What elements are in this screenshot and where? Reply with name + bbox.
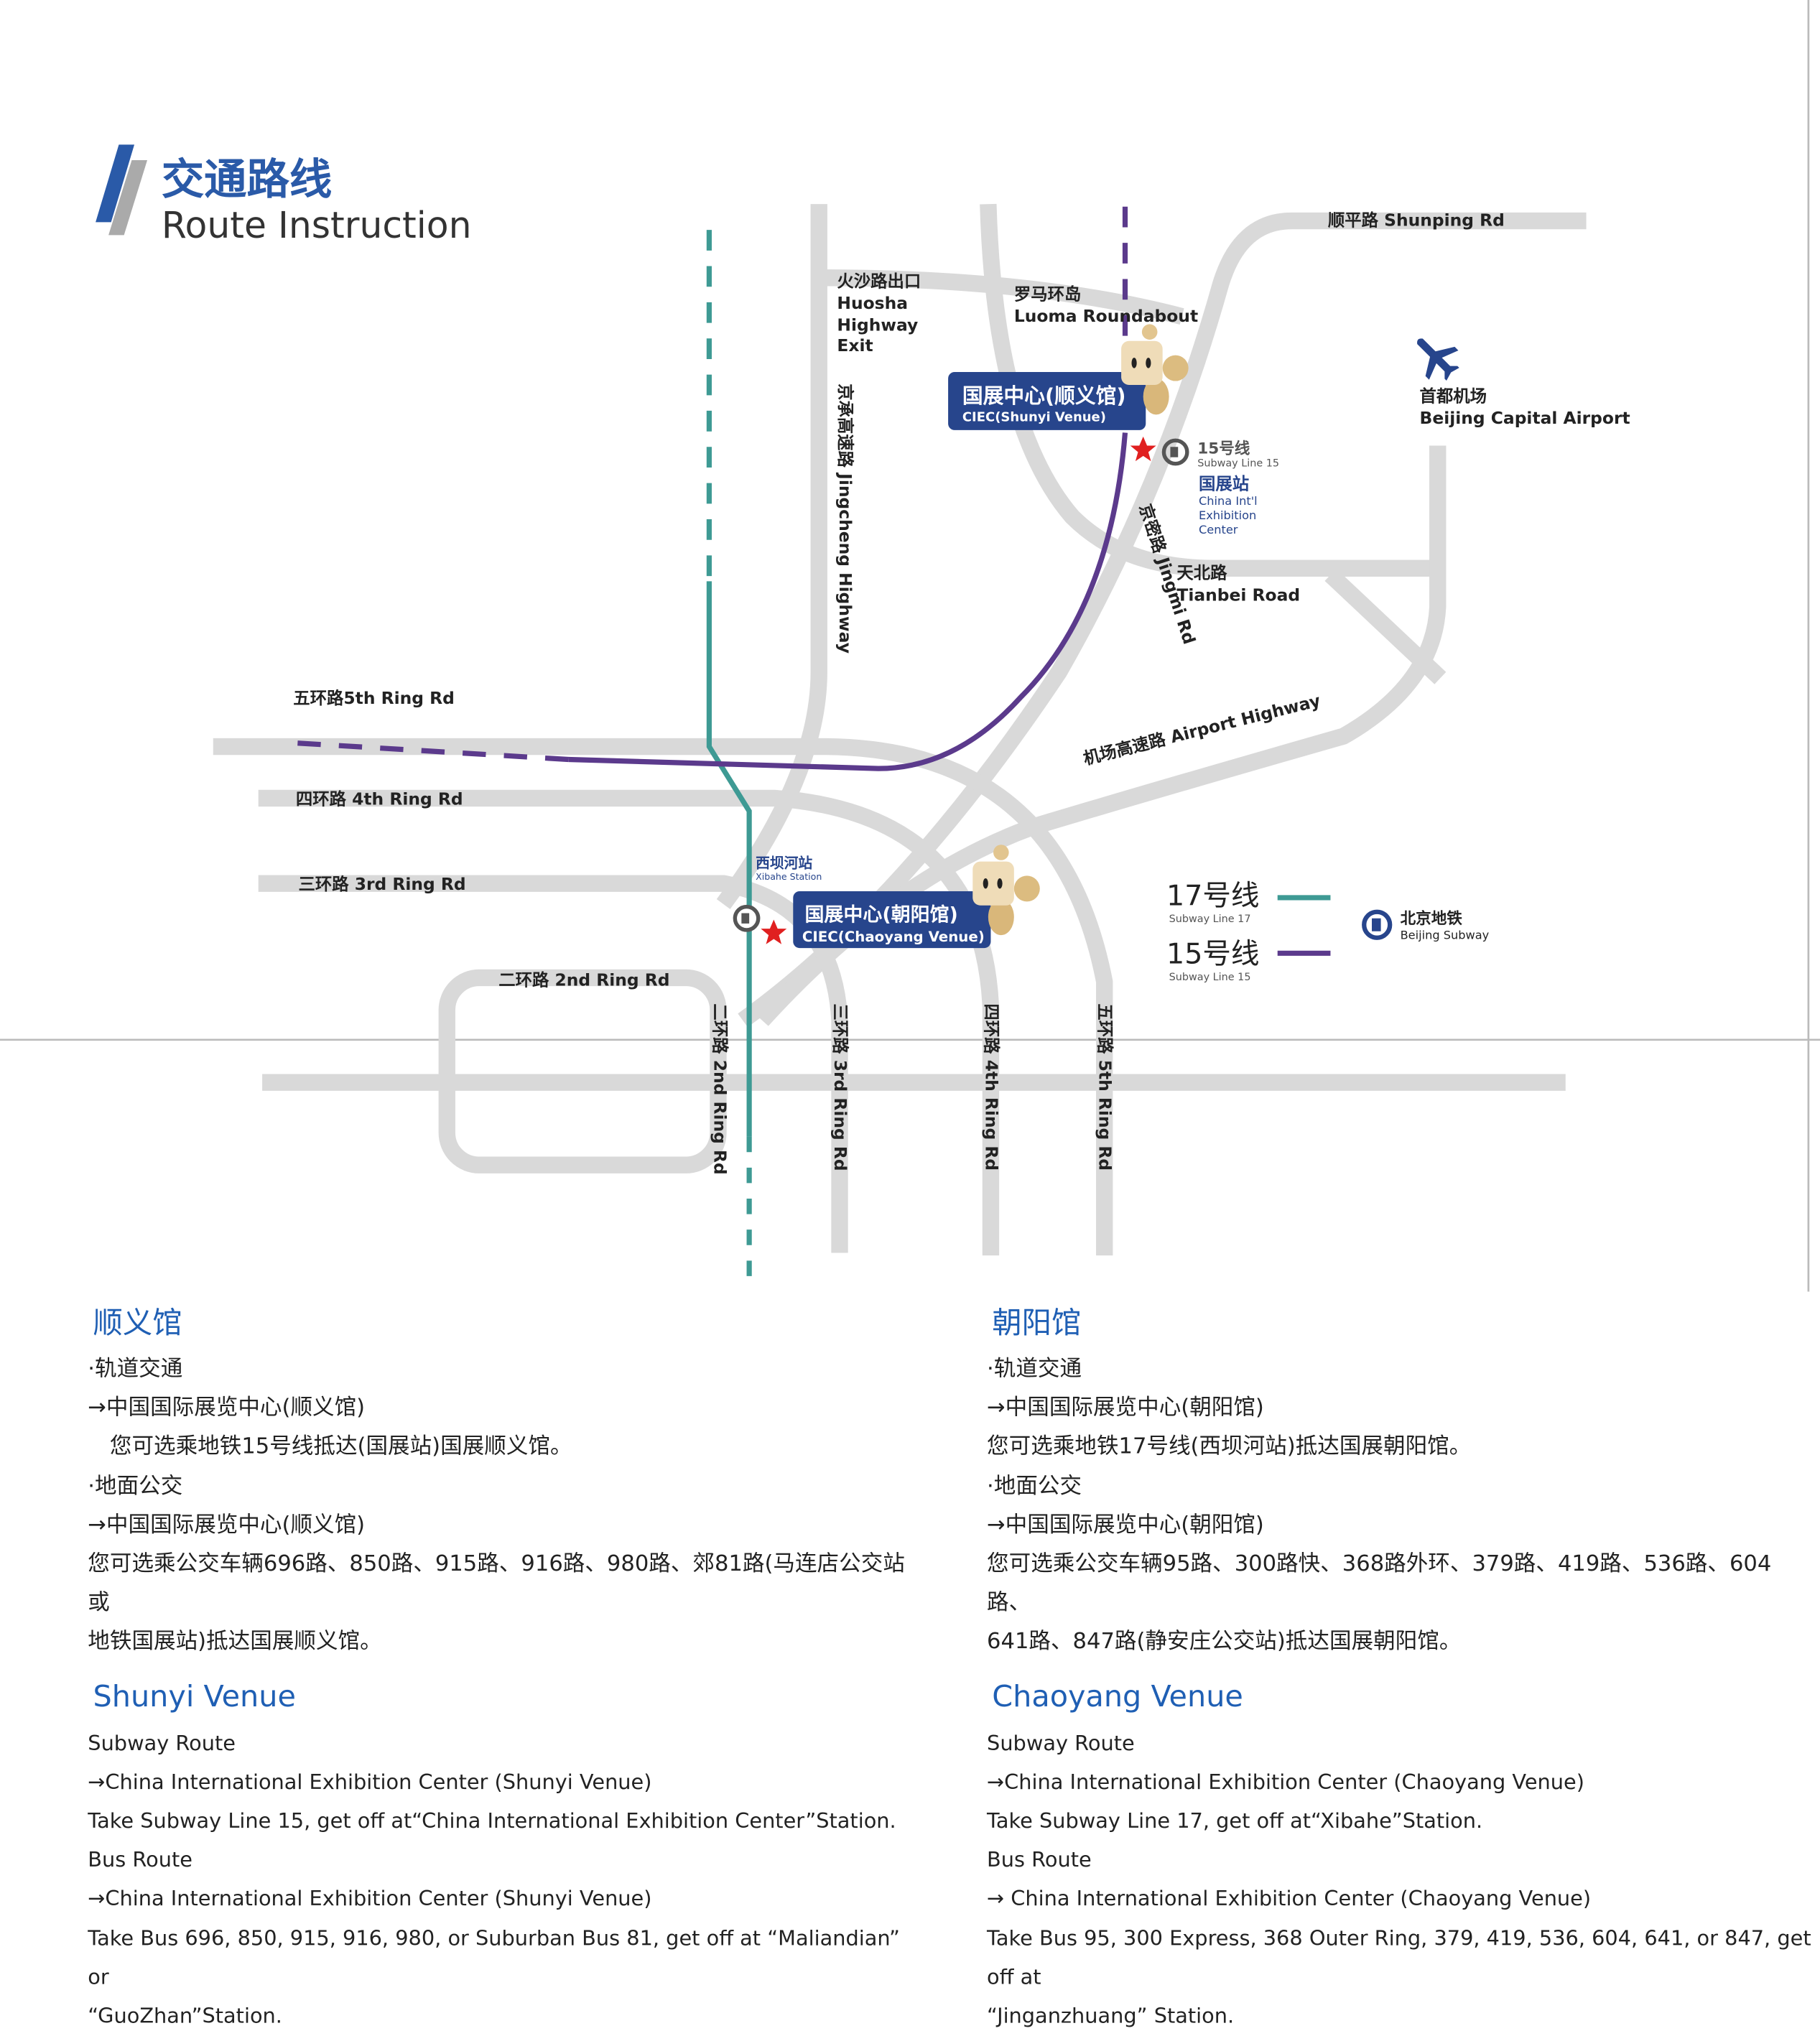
ring4-road xyxy=(258,789,1000,1256)
subway-logo-icon xyxy=(733,904,761,932)
airport-label: Beijing Capital Airport xyxy=(1420,408,1630,428)
legend-brand: 北京地铁 xyxy=(1401,909,1463,928)
ring4-label: 四环路 4th Ring Rd xyxy=(296,789,463,809)
jingcheng-label: 京承高速路 Jingcheng Highway xyxy=(835,384,855,654)
legend: 17号线 Subway Line 17 15号线 Subway Line 15 … xyxy=(1166,880,1490,983)
shunyi-venue-badge xyxy=(948,371,1146,430)
shunyi-venue-title: 国展中心(顺义馆) xyxy=(962,384,1126,408)
shunyi-en-line: “GuoZhan”Station. xyxy=(88,2003,282,2028)
ring3-vertical-label: 三环路 3rd Ring Rd xyxy=(830,1003,850,1171)
roads xyxy=(0,0,1820,1292)
beijing-subway-logo-icon xyxy=(1362,909,1393,940)
shunyi-zh-line: ·轨道交通 xyxy=(88,1356,183,1382)
chaoyang-en-line: →China International Exhibition Center (… xyxy=(987,1769,1584,1794)
xibahe-station-name: 西坝河站 xyxy=(756,855,812,872)
chaoyang-zh-line: →中国国际展览中心(朝阳馆) xyxy=(987,1395,1264,1421)
tianbei-diag xyxy=(1324,568,1447,684)
chaoyang-zh-line: 您可选乘公交车辆95路、300路快、368路外环、379路、419路、536路、… xyxy=(987,1551,1772,1617)
shunyi-zh-line: ·地面公交 xyxy=(88,1473,183,1500)
huosha-label: Huosha xyxy=(837,293,908,313)
airplane-icon xyxy=(1417,338,1459,381)
legend-line17-en: Subway Line 17 xyxy=(1169,914,1251,925)
shunyi-en-title: Shunyi Venue xyxy=(93,1680,296,1714)
mascot-icon xyxy=(1121,324,1189,415)
chaoyang-en-line: Subway Route xyxy=(987,1730,1135,1755)
page-title: 交通路线 xyxy=(161,154,333,205)
ring5-vertical-label: 五环路 5th Ring Rd xyxy=(1095,1003,1115,1171)
shunyi-en-line: Take Subway Line 15, get off at“China In… xyxy=(88,1808,896,1833)
chaoyang-en-line: “Jinganzhuang” Station. xyxy=(987,2003,1235,2028)
ring4-vertical-label: 四环路 4th Ring Rd xyxy=(981,1003,1001,1171)
legend-line17: 17号线 xyxy=(1166,880,1259,913)
chaoyang-zh-line: ·地面公交 xyxy=(987,1473,1082,1500)
chaoyang-zh-line: ·轨道交通 xyxy=(987,1356,1082,1382)
shunyi-en-line: Take Bus 696, 850, 915, 916, 980, or Sub… xyxy=(88,1925,900,1989)
legend-line15: 15号线 xyxy=(1166,938,1259,971)
shunyi-section: 顺义馆 ·轨道交通 →中国国际展览中心(顺义馆) 您可选乘地铁15号线抵达(国展… xyxy=(88,1298,914,2035)
chaoyang-venue-subtitle: CIEC(Chaoyang Venue) xyxy=(802,929,985,945)
shunyi-zh-line: →中国国际展览中心(顺义馆) xyxy=(88,1395,366,1421)
mascot-icon xyxy=(972,845,1040,936)
huosha-label: 火沙路出口 xyxy=(837,271,921,291)
shunyi-zh-line: 地铁国展站)抵达国展顺义馆。 xyxy=(88,1629,382,1655)
subway-line-17 xyxy=(706,230,752,1279)
chaoyang-zh-line: 641路、847路(静安庄公交站)抵达国展朝阳馆。 xyxy=(987,1629,1462,1655)
luoma-label: 罗马环岛 xyxy=(1014,284,1082,304)
chaoyang-zh-line: →中国国际展览中心(朝阳馆) xyxy=(987,1512,1264,1538)
shunping-label: 顺平路 Shunping Rd xyxy=(1328,210,1505,231)
chaoyang-en-line: Take Bus 95, 300 Express, 368 Outer Ring… xyxy=(987,1925,1811,1989)
shunyi-zh-title: 顺义馆 xyxy=(93,1307,182,1341)
huosha-road xyxy=(819,269,1184,325)
chaoyang-en-line: Take Subway Line 17, get off at“Xibahe”S… xyxy=(987,1808,1483,1833)
chaoyang-zh-line: 您可选乘地铁17号线(西坝河站)抵达国展朝阳馆。 xyxy=(987,1434,1472,1461)
shunyi-en-line: Bus Route xyxy=(88,1847,192,1872)
chaoyang-section: 朝阳馆 ·轨道交通 →中国国际展览中心(朝阳馆) 您可选乘地铁17号线(西坝河站… xyxy=(987,1298,1814,2035)
shunyi-star-icon xyxy=(1130,436,1156,462)
line15-station-line: 15号线 xyxy=(1197,439,1250,457)
shunyi-en-line: →China International Exhibition Center (… xyxy=(88,1769,652,1794)
xibahe-station-en: Xibahe Station xyxy=(756,871,822,882)
chaoyang-en-line: Bus Route xyxy=(987,1847,1092,1872)
ring3-road xyxy=(258,875,848,1253)
line15-station-line-en: Subway Line 15 xyxy=(1197,457,1279,469)
legend-line15-en: Subway Line 15 xyxy=(1169,972,1251,983)
shunyi-zh-line: →中国国际展览中心(顺义馆) xyxy=(88,1512,366,1538)
chaoyang-zh-title: 朝阳馆 xyxy=(992,1307,1082,1341)
ring5-label: 五环路5th Ring Rd xyxy=(293,688,455,708)
guozhan-station-en: China Int'l xyxy=(1199,494,1258,508)
route-map: 火沙路出口 Huosha Highway Exit 罗马环岛 Luoma Rou… xyxy=(0,0,1820,1292)
guozhan-station-en: Center xyxy=(1199,523,1238,536)
guozhan-station-name: 国展站 xyxy=(1199,474,1249,494)
ring2-vertical-label: 二环路 2nd Ring Rd xyxy=(710,1003,730,1174)
shunyi-venue-subtitle: CIEC(Shunyi Venue) xyxy=(962,409,1106,424)
ring3-label: 三环路 3rd Ring Rd xyxy=(298,874,465,894)
huosha-label: Exit xyxy=(837,335,873,355)
ring2-label: 二环路 2nd Ring Rd xyxy=(498,970,669,990)
shunyi-zh-line: 您可选乘地铁15号线抵达(国展站)国展顺义馆。 xyxy=(88,1434,572,1461)
chaoyang-venue-title: 国展中心(朝阳馆) xyxy=(804,903,957,926)
title-mark-icon xyxy=(96,144,148,236)
huosha-label: Highway xyxy=(837,315,918,335)
luoma-label: Luoma Roundabout xyxy=(1014,306,1198,326)
tianbei-label: Tianbei Road xyxy=(1176,585,1300,605)
guozhan-station-en: Exhibition xyxy=(1199,508,1256,522)
chaoyang-en-line: → China International Exhibition Center … xyxy=(987,1886,1592,1911)
shunyi-zh-line: 您可选乘公交车辆696路、850路、915路、916路、980路、郊81路(马连… xyxy=(88,1551,905,1617)
subway-logo-icon xyxy=(1161,438,1189,466)
chaoyang-star-icon xyxy=(761,919,787,944)
shunyi-en-line: →China International Exhibition Center (… xyxy=(88,1886,652,1911)
legend-brand-en: Beijing Subway xyxy=(1401,929,1490,942)
chaoyang-en-title: Chaoyang Venue xyxy=(992,1680,1243,1714)
ring5-road xyxy=(213,738,1113,1256)
page-subtitle: Route Instruction xyxy=(161,204,472,247)
subway-line-15 xyxy=(290,206,1128,771)
luoma-road xyxy=(980,203,1434,577)
airport-label: 首都机场 xyxy=(1420,386,1487,406)
chaoyang-venue-badge xyxy=(793,891,991,949)
shunyi-en-line: Subway Route xyxy=(88,1730,236,1755)
ring2-road xyxy=(438,969,727,1173)
tianbei-label: 天北路 xyxy=(1176,563,1227,583)
